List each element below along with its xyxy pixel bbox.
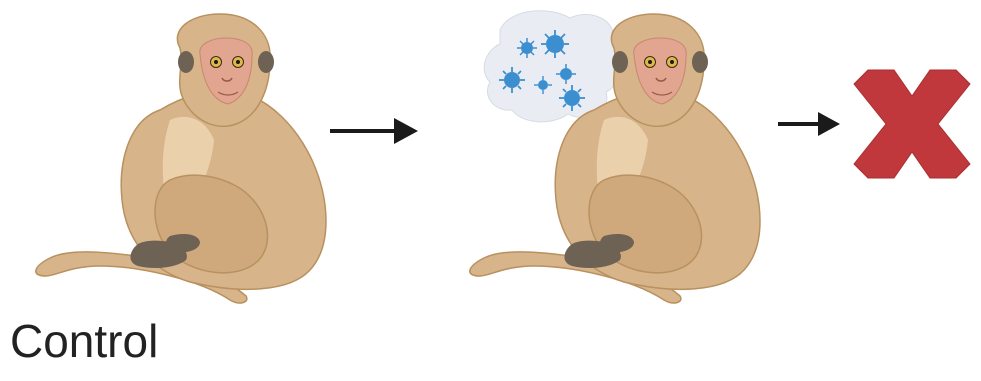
arrow-right-icon [330,118,418,144]
virus-particle-icon [517,38,537,58]
virus-particle-icon [541,30,569,58]
arrow-right-icon [778,112,840,136]
monkey-control-illustration [36,14,326,303]
caption-label: Control [10,318,158,364]
virus-cloud-icon [484,11,621,122]
red-cross-icon [854,70,970,178]
